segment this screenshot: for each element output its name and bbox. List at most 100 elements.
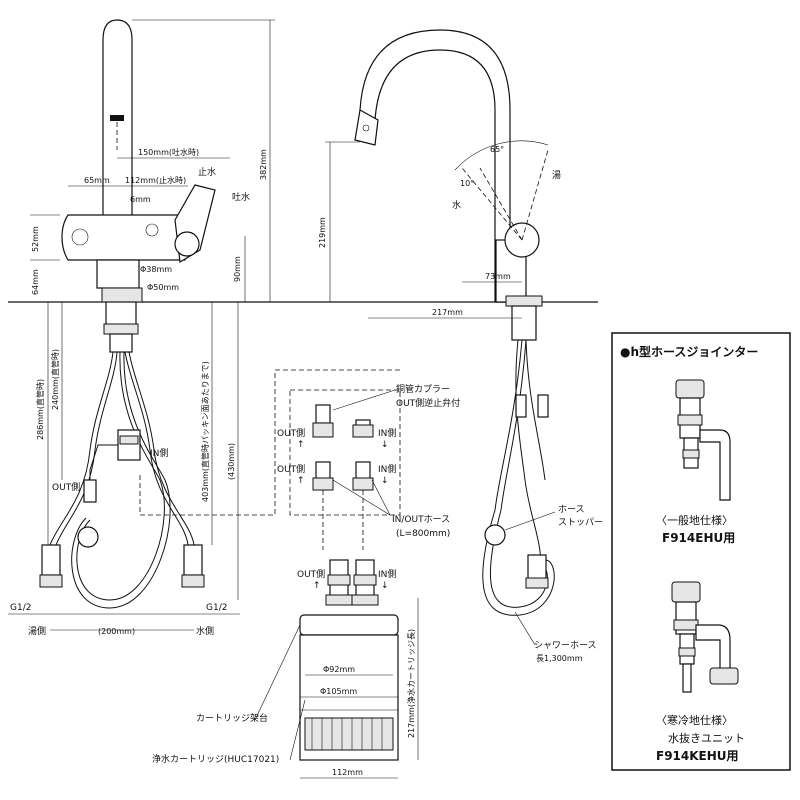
dim-73-label: 73mm <box>485 272 511 281</box>
shower-hose-label: シャワーホース <box>534 640 597 651</box>
in-arrow-mid: ↓ <box>381 476 389 486</box>
cold-connector <box>183 544 203 576</box>
dim-6-label: 6mm <box>130 195 151 204</box>
out-arrow-cart: ↑ <box>313 581 321 591</box>
dim-286-label: 286mm(直管時) <box>35 379 45 440</box>
base-flange <box>101 287 143 303</box>
dim-430-label: (430mm) <box>227 443 236 480</box>
cartridge-in-base <box>351 594 379 606</box>
spout-water-label: 吐水 <box>232 191 250 203</box>
check-valve-label: OUT側逆止弁付 <box>396 397 460 409</box>
in-coupler-top-nut <box>352 424 374 438</box>
panel-frame <box>611 332 791 771</box>
inout-hose-label: IN/OUTホース <box>392 514 450 525</box>
in-side-cart-label: IN側 <box>378 568 396 580</box>
side-fitting-2 <box>537 394 549 418</box>
hose-route-lower <box>139 369 400 516</box>
general-jointer-illustration <box>675 379 731 501</box>
dim-200-label: (200mm) <box>98 627 135 636</box>
mount-nut <box>103 323 139 335</box>
in-side-top-label: IN側 <box>378 427 396 439</box>
general-caption: 〈一般地仕様〉 <box>656 513 733 527</box>
side-shower-hose <box>482 339 555 616</box>
front-view-dimensions: 150mm(吐水時) 65mm 112mm(止水時) 6mm 止水 吐水 52m… <box>8 19 275 637</box>
hot-hose <box>49 351 114 546</box>
cartridge-out-nut <box>327 574 351 586</box>
cold-jointer-illustration <box>671 581 739 693</box>
dim-217-label: 217mm <box>432 308 463 317</box>
dim-50-label: Φ50mm <box>147 283 179 292</box>
lever-dir-mid <box>479 167 523 241</box>
out-arrow-mid: ↑ <box>297 476 305 486</box>
angle-65-label: 65° <box>490 145 504 154</box>
hot-connector-nut <box>39 574 63 588</box>
side-fitting-1 <box>515 394 527 418</box>
dim-65-label: 65mm <box>84 176 110 185</box>
out-side-cart-label: OUT側 <box>297 568 325 580</box>
cartridge-mount <box>299 614 399 636</box>
hose-stopper-front <box>77 526 99 548</box>
body-knob-right <box>145 223 159 237</box>
hot-connector <box>41 544 61 576</box>
out-hose-nut <box>312 477 334 491</box>
h-jointer-band <box>119 435 139 445</box>
side-hose-a <box>515 339 542 581</box>
cold-side-label: 水側 <box>196 625 214 637</box>
side-spout-arc <box>359 29 511 303</box>
g-right-label: G1/2 <box>206 603 227 613</box>
dim-92-label: Φ92mm <box>323 665 355 674</box>
dim-150-label: 150mm(吐水時) <box>138 147 199 157</box>
dim-112c-label: 112mm <box>332 768 363 777</box>
out-coupler-top <box>315 404 331 424</box>
out-side-front-label: OUT側 <box>52 481 80 493</box>
hose-stopper-label-1: ホース <box>558 504 585 515</box>
in-hose-end <box>355 461 371 481</box>
out-fitting <box>83 479 97 503</box>
dim-219-label: 219mm <box>318 217 327 248</box>
in-hose-nut <box>352 477 374 491</box>
stop-water-label: 止水 <box>198 166 216 178</box>
out-side-mid-label: OUT側 <box>277 463 305 475</box>
in-arrow-cart: ↓ <box>381 581 389 591</box>
out-coupler-top-nut <box>312 422 334 438</box>
spout-outlet-icon <box>110 115 124 121</box>
panel-title: ●h型ホースジョインター <box>620 344 758 359</box>
spout-body <box>102 19 133 236</box>
faucet-body <box>61 214 186 261</box>
hot-hose-outline <box>55 351 118 546</box>
coupler-area <box>289 389 401 516</box>
cold-subtitle: 水抜きユニット <box>668 731 745 745</box>
g-left-label: G1/2 <box>10 603 31 613</box>
cold-lever-label: 水 <box>452 199 461 211</box>
cartridge-mount-label: カートリッジ架台 <box>196 712 268 724</box>
side-shower-hose-outline <box>489 339 548 608</box>
mount-shank-lower <box>109 333 133 353</box>
dim-403-label: 403mm(直管時パッキン面あたりまで) <box>200 361 210 502</box>
h-jointer-panel: ●h型ホースジョインター 〈一般地仕様〉 F914EHU用 〈寒冷地仕様〉 水抜… <box>611 332 791 771</box>
angle-arc <box>454 140 549 171</box>
side-flange <box>505 295 543 307</box>
dim-112-label: 112mm(止水時) <box>125 175 186 185</box>
cold-model: F914KEHU用 <box>656 749 739 763</box>
faucet-neck <box>96 259 140 289</box>
coupler-detail: OUT側 ↑ IN側 ↓ OUT側 ↑ IN側 ↓ 銅管カプラー OUT側逆止弁… <box>277 383 460 550</box>
cartridge-out-base <box>325 594 353 606</box>
cold-hose-outline <box>128 351 195 546</box>
dim-52-label: 52mm <box>31 226 40 252</box>
side-spout-head <box>354 109 379 146</box>
front-view-faucet <box>39 19 400 609</box>
dim-240-label: 240mm(直管時) <box>50 349 60 410</box>
shower-hose-front-outline <box>71 351 171 609</box>
in-side-mid-label: IN側 <box>378 463 396 475</box>
dim-38-label: Φ38mm <box>140 265 172 274</box>
side-hose-stopper <box>484 524 506 546</box>
cartridge-ribs <box>304 717 394 751</box>
hot-side-label: 湯側 <box>28 625 46 637</box>
cartridge-label: 浄水カートリッジ(HUC17021) <box>152 753 279 765</box>
angle-10-label: 10° <box>460 179 474 188</box>
dim-217c-label: 217mm(浄水カートリッジ長) <box>406 629 416 738</box>
out-side-top-label: OUT側 <box>277 427 305 439</box>
hose-length-label: (L=800mm) <box>396 529 450 539</box>
spray-face <box>362 124 370 132</box>
